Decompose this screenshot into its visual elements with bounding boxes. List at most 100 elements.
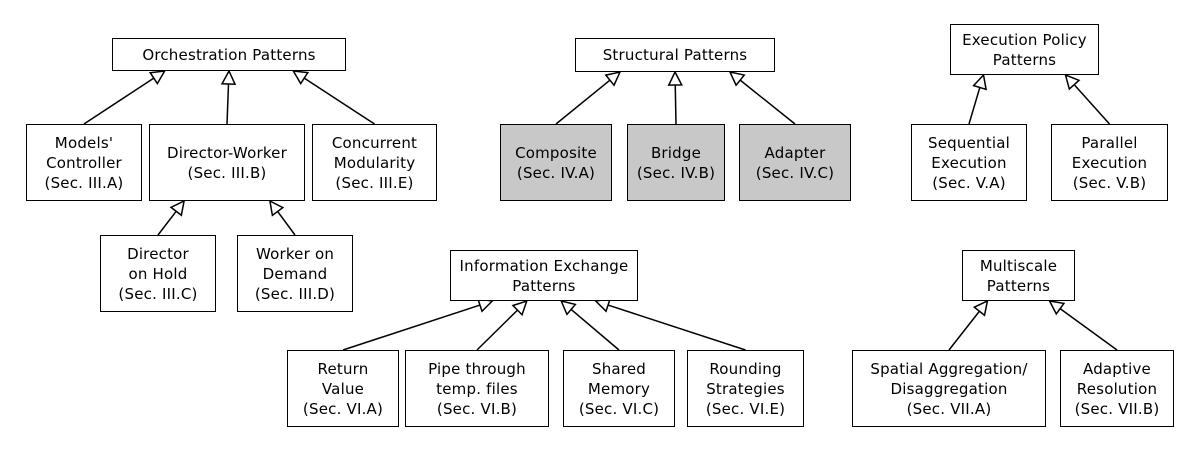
edge-par-to-exec	[1073, 84, 1111, 125]
edge-adaptive-to-multi	[1059, 308, 1118, 351]
node-label-line: temp. files	[436, 379, 518, 398]
node-label-line: (Sec. III.C)	[118, 284, 198, 303]
node-spatial-aggregation: Spatial Aggregation/Disaggregation(Sec. …	[852, 350, 1046, 427]
node-label-line: Controller	[46, 153, 122, 172]
node-label-line: Adaptive	[1083, 359, 1151, 378]
node-label-line: Value	[321, 379, 365, 398]
arrowhead-worker-to-director	[268, 199, 285, 217]
edge-bridge-to-struct	[674, 84, 677, 125]
node-label-line: (Sec. VI.A)	[302, 399, 384, 418]
node-label-line: (Sec. III.D)	[254, 284, 336, 303]
edge-round-to-info	[607, 304, 746, 351]
arrowhead-spatial-to-multi	[972, 299, 989, 317]
edge-seq-to-exec	[968, 87, 981, 125]
node-label-line: Shared	[591, 359, 646, 378]
node-label-line: Director-Worker	[167, 143, 287, 162]
node-label-line: Rounding	[709, 359, 782, 378]
node-label-line: (Sec. VII.B)	[1074, 399, 1160, 418]
node-label-line: Disaggregation	[890, 379, 1008, 398]
node-label-line: Sequential	[928, 133, 1010, 152]
arrowhead-adaptive-to-multi	[1048, 300, 1066, 316]
arrowhead-models-to-orch	[148, 70, 167, 85]
edge-models-to-orch	[83, 77, 155, 125]
node-label-line: (Sec. VI.B)	[436, 399, 518, 418]
node-label-line: Composite	[515, 143, 597, 162]
edge-ret-to-info	[342, 304, 481, 351]
node-label-line: (Sec. III.E)	[335, 173, 414, 192]
arrowhead-seq-to-exec	[972, 73, 988, 91]
node-label-line: Pipe through	[428, 359, 526, 378]
node-label-line: Information Exchange	[459, 256, 629, 275]
node-label-line: (Sec. V.A)	[932, 173, 1006, 192]
arrowhead-dirhold-to-director	[169, 199, 186, 217]
arrowhead-adapter-to-struct	[728, 70, 746, 87]
arrowhead-director-to-orch	[220, 69, 237, 86]
node-label-line: Strategies	[706, 379, 785, 398]
node-label-line: (Sec. V.B)	[1072, 173, 1147, 192]
node-label-line: Adapter	[764, 143, 826, 162]
node-label-line: Demand	[262, 264, 328, 283]
arrowhead-composite-to-struct	[604, 70, 622, 87]
node-models-controller: Models'Controller(Sec. III.A)	[26, 124, 142, 201]
node-composite: Composite(Sec. IV.A)	[500, 124, 612, 201]
node-label-line: Concurrent	[331, 133, 418, 152]
node-structural-patterns: Structural Patterns	[575, 38, 775, 72]
node-label-line: Resolution	[1076, 379, 1158, 398]
node-label-line: Orchestration Patterns	[142, 45, 316, 64]
edge-adapter-to-struct	[739, 79, 796, 125]
arrowhead-shared-to-info	[559, 299, 577, 316]
node-label-line: on Hold	[128, 264, 188, 283]
node-label-line: Multiscale	[979, 256, 1058, 275]
arrowhead-concurrent-to-orch	[291, 70, 310, 85]
node-label-line: (Sec. IV.C)	[755, 163, 835, 182]
edge-composite-to-struct	[555, 79, 611, 125]
edge-spatial-to-multi	[948, 310, 980, 351]
node-label-line: Models'	[54, 133, 114, 152]
node-label-line: Execution	[931, 153, 1007, 172]
node-label-line: (Sec. IV.B)	[636, 163, 716, 182]
node-label-line: Structural Patterns	[602, 46, 748, 64]
node-label-line: (Sec. III.B)	[187, 163, 267, 182]
node-label-line: Director	[127, 244, 189, 263]
edge-shared-to-info	[570, 308, 620, 351]
node-label-line: Patterns	[992, 50, 1057, 69]
node-label-line: Worker on	[255, 244, 335, 263]
edge-pipe-to-info	[476, 309, 519, 351]
node-label-line: Execution Policy	[962, 30, 1087, 49]
edge-dirhold-to-director	[157, 210, 177, 236]
edge-director-to-orch	[226, 83, 230, 125]
node-label-line: (Sec. IV.A)	[516, 163, 596, 182]
node-label-line: Patterns	[512, 276, 576, 295]
node-bridge: Bridge(Sec. IV.B)	[627, 124, 725, 201]
node-director-worker: Director-Worker(Sec. III.B)	[149, 124, 305, 201]
edge-concurrent-to-orch	[303, 77, 375, 125]
node-label-line: Patterns	[986, 276, 1051, 295]
node-label-line: Return	[317, 359, 369, 378]
node-label-line: (Sec. VI.E)	[705, 399, 786, 418]
node-label-line: (Sec. VI.C)	[578, 399, 660, 418]
node-label-line: Parallel	[1081, 133, 1138, 152]
node-label-line: (Sec. VII.A)	[906, 399, 992, 418]
node-label-line: Modularity	[333, 153, 416, 172]
node-adapter: Adapter(Sec. IV.C)	[739, 124, 851, 201]
arrowhead-par-to-exec	[1064, 73, 1081, 91]
node-label-line: Spatial Aggregation/	[870, 359, 1028, 378]
arrowhead-pipe-to-info	[511, 299, 528, 317]
node-label-line: Execution	[1071, 153, 1148, 172]
arrowhead-bridge-to-struct	[667, 70, 683, 86]
